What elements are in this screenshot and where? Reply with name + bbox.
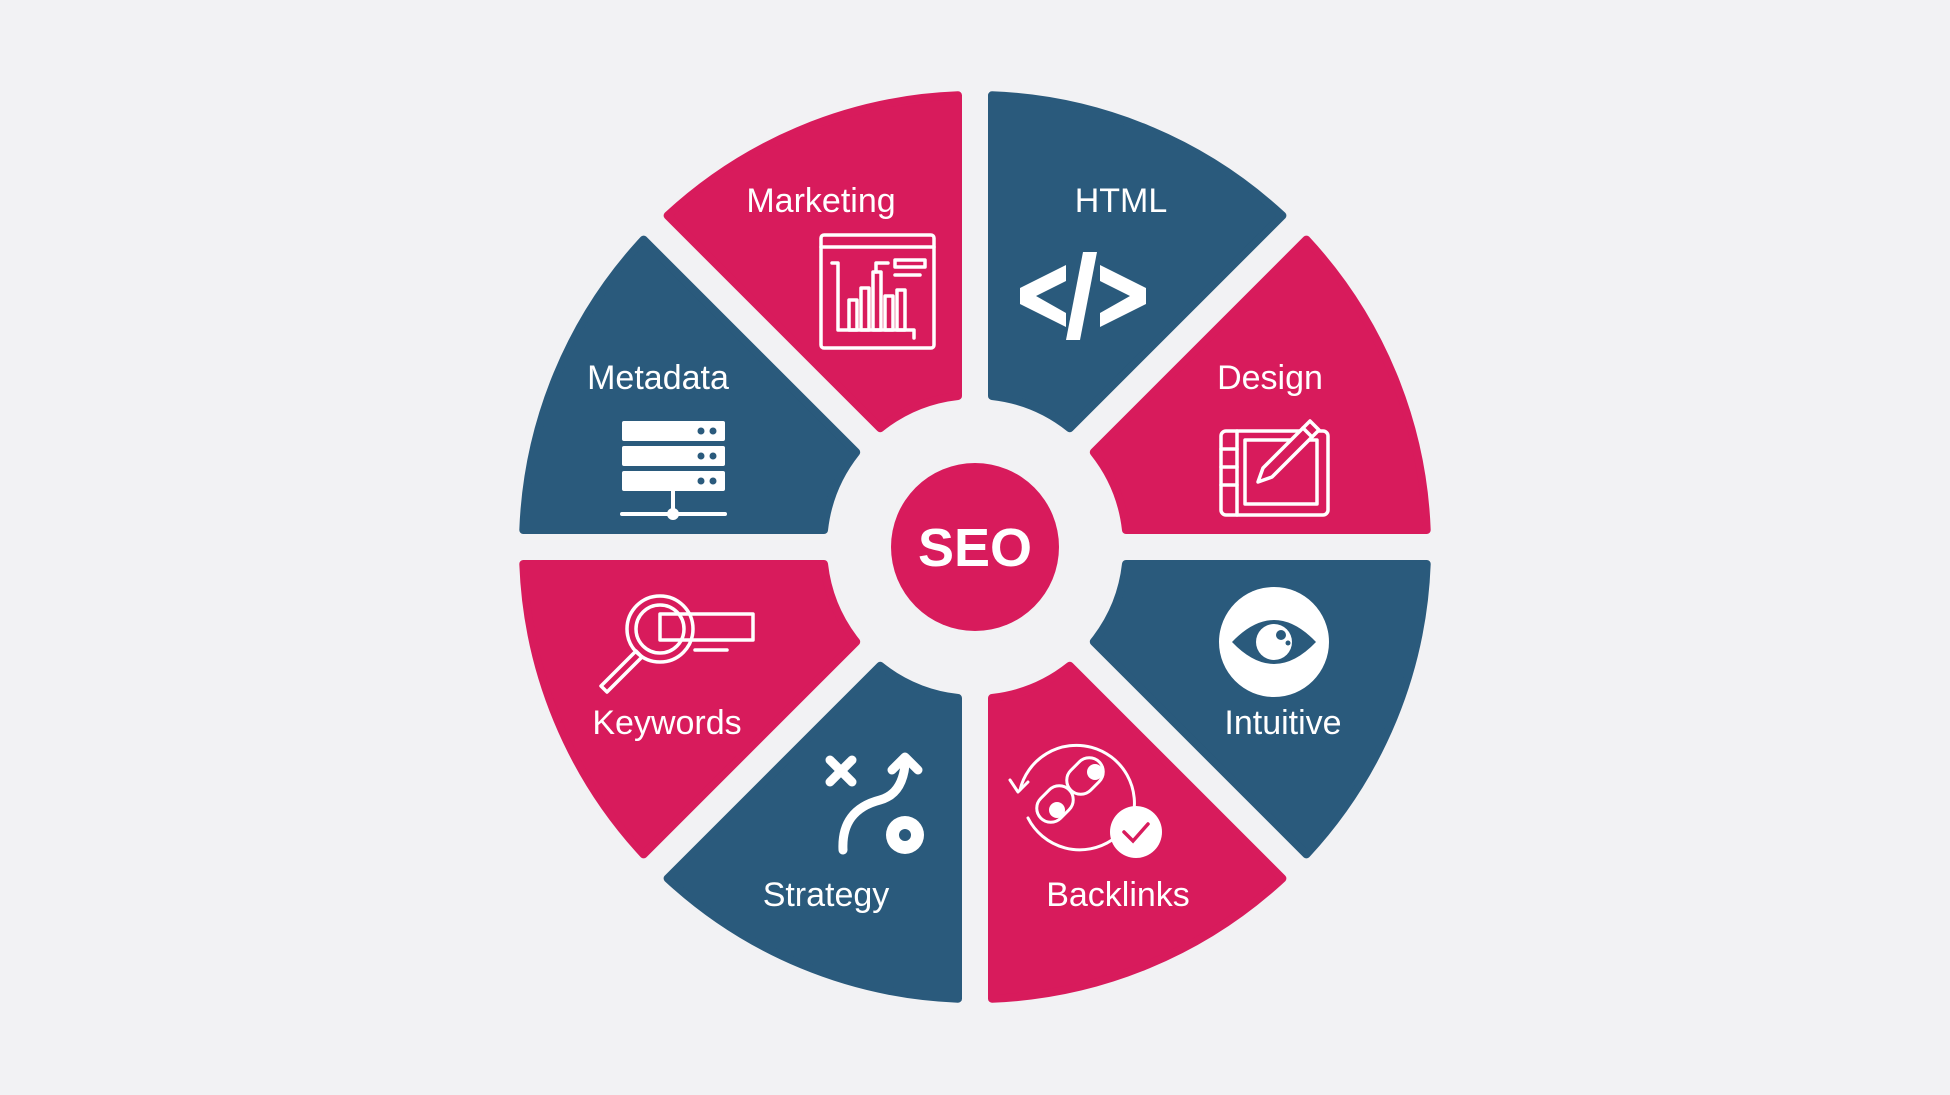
label-marketing: Marketing [746,182,895,220]
magnifier-search-icon [599,594,755,694]
segment-design [1089,235,1431,534]
segment-keywords [519,560,861,859]
chart-dashboard-icon [819,233,936,350]
seo-center-label: SEO [918,518,1032,578]
label-design: Design [1217,359,1323,397]
label-html: HTML [1075,182,1168,220]
label-metadata: Metadata [587,359,729,397]
code-icon [1020,252,1146,340]
segment-metadata [519,235,861,534]
eye-icon [1219,587,1329,697]
segment-strategy [663,661,962,1003]
segment-html [988,91,1287,433]
strategy-path-icon [825,752,924,855]
label-backlinks: Backlinks [1046,876,1190,914]
label-strategy: Strategy [763,876,890,914]
seo-center-circle [891,463,1059,631]
label-keywords: Keywords [592,704,741,742]
label-intuitive: Intuitive [1224,704,1341,742]
drawing-tablet-icon [1219,419,1330,517]
segment-intuitive [1089,560,1431,859]
segment-marketing [663,91,962,433]
link-icon [1008,743,1162,858]
server-icon [620,421,727,520]
